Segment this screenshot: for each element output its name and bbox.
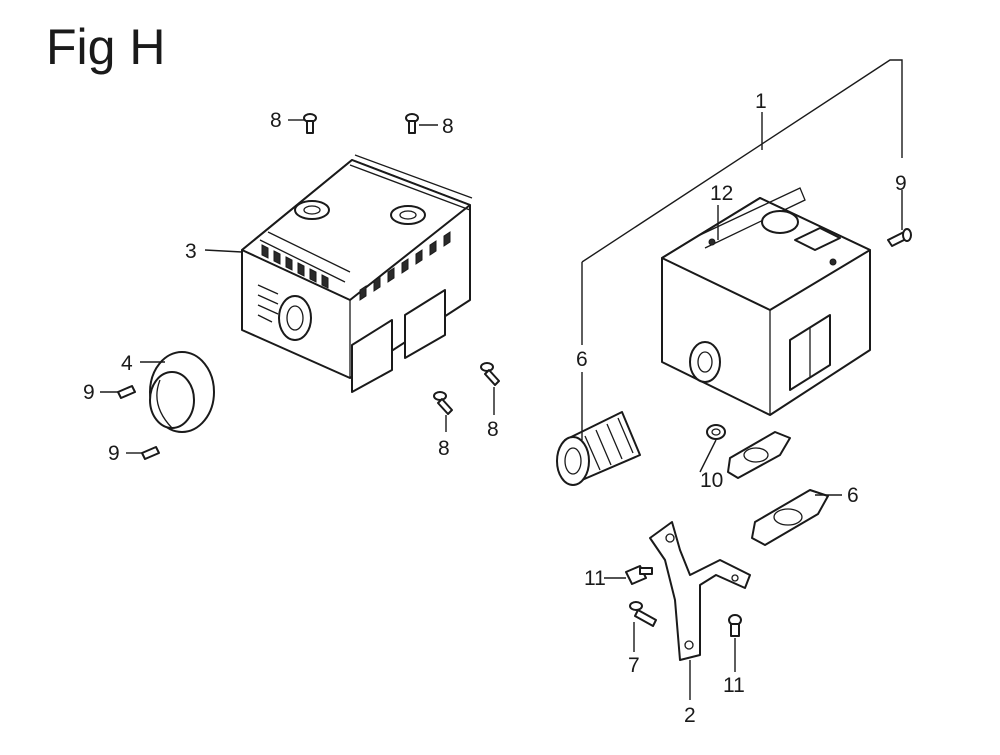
callout-11-lower: 11 (723, 674, 745, 697)
callout-8-lower-right: 8 (487, 418, 499, 441)
nut-10-part (706, 424, 726, 440)
callout-9-lower: 9 (108, 442, 120, 465)
callout-10: 10 (700, 469, 723, 492)
exhaust-gasket-upper (727, 431, 791, 479)
bolt-8-top-right (405, 113, 419, 134)
callout-11-upper: 11 (584, 567, 606, 590)
callout-3: 3 (185, 240, 197, 263)
callout-6-gasket: 6 (847, 484, 859, 507)
figure-title: Fig H (46, 19, 166, 75)
muffler-stay-part (649, 521, 751, 661)
bolt-11-upper (625, 565, 653, 585)
callout-2: 2 (684, 704, 696, 727)
callout-8-top-left: 8 (270, 109, 282, 132)
callout-9-upper: 9 (83, 381, 95, 404)
leader-lines (100, 59, 903, 700)
bolt-7-part (629, 601, 657, 627)
bolt-8-top-left (303, 113, 317, 134)
callout-8-top-right: 8 (442, 115, 454, 138)
muffler-protector-part (241, 154, 473, 393)
bolt-11-lower (728, 614, 742, 637)
muffler-cap-part (149, 351, 215, 433)
muffler-gasket-part (751, 489, 829, 546)
muffler-assembly-part (661, 187, 871, 416)
callout-8-lower-left: 8 (438, 437, 450, 460)
callout-4: 4 (121, 352, 133, 375)
callout-12: 12 (710, 182, 733, 205)
spark-arrester-part (556, 411, 641, 486)
callout-1: 1 (755, 90, 767, 113)
callout-7: 7 (628, 654, 640, 677)
bolt-8-lower-left (433, 391, 453, 415)
screw-9-upper (117, 385, 136, 399)
cover-vent-slots (261, 231, 451, 301)
callout-6-arrester: 6 (576, 348, 588, 371)
screw-9-lower (141, 446, 160, 460)
bolt-8-lower-right (480, 362, 500, 386)
screw-9-right (887, 228, 912, 247)
callout-9-right: 9 (895, 172, 907, 195)
